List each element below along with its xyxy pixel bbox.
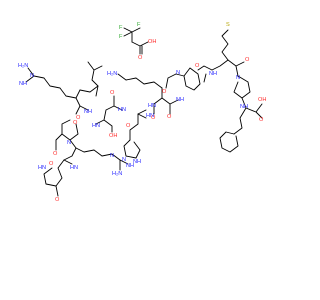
atom-nh: NH xyxy=(176,97,184,103)
atom-s: S xyxy=(226,22,230,28)
arg1-bonds xyxy=(25,67,89,115)
atom-o: O xyxy=(126,123,131,129)
atom-f: F xyxy=(137,22,141,28)
atom-h2n: H₂N xyxy=(18,63,28,69)
atom-hn: HN xyxy=(118,107,126,113)
atom-oh: OH xyxy=(148,39,156,45)
pro-arg2-bonds xyxy=(55,119,129,171)
atom-f: F xyxy=(119,34,123,40)
atom-n: N xyxy=(30,73,34,79)
atom-o: O xyxy=(259,117,264,123)
atom-hn: HN xyxy=(148,103,156,109)
ser-leu-bonds xyxy=(79,61,123,133)
his-bonds xyxy=(123,109,147,159)
atom-o: O xyxy=(110,90,115,96)
atom-oh: OH xyxy=(258,97,266,103)
structure-svg: F F F O OH S NH O O N N O OH O NH H₂N NH… xyxy=(18,22,266,203)
atom-nh: NH xyxy=(84,109,92,115)
atom-o: O xyxy=(195,63,200,69)
atom-n: N xyxy=(176,70,180,76)
molecule-diagram: F F F O OH S NH O O N N O OH O NH H₂N NH… xyxy=(18,22,266,203)
atom-n: N xyxy=(236,75,240,81)
atom-oh: OH xyxy=(109,133,117,139)
atom-o: O xyxy=(49,161,54,167)
atom-hn: HN xyxy=(38,165,46,171)
atom-labels: F F F O OH S NH O O N N O OH O NH H₂N NH… xyxy=(18,22,266,203)
atom-hn: HN xyxy=(92,123,100,129)
atom-nh: NH xyxy=(19,81,27,87)
atom-nh: NH xyxy=(209,71,217,77)
atom-o: O xyxy=(55,197,60,203)
atom-f: F xyxy=(119,25,123,31)
atom-nh2: H₂N xyxy=(107,71,117,77)
met-pro-bonds xyxy=(165,29,251,99)
atom-o: O xyxy=(76,115,81,121)
lys-gly-bonds xyxy=(117,73,179,115)
atom-n: N xyxy=(67,140,71,146)
pyroglu-bonds xyxy=(43,159,73,197)
atom-o: O xyxy=(53,151,58,157)
atom-o: O xyxy=(73,120,78,126)
atom-h2n: H₂N xyxy=(112,171,122,177)
atom-nh: NH xyxy=(133,159,141,165)
atom-nh: NH xyxy=(126,163,134,169)
atom-o: O xyxy=(138,55,143,61)
atom-o: O xyxy=(151,115,156,121)
atom-nh: NH xyxy=(240,104,248,110)
atom-n: N xyxy=(110,153,114,159)
atom-o: O xyxy=(162,89,167,95)
atom-o: O xyxy=(245,57,250,63)
atom-o: O xyxy=(167,114,172,120)
tfa-bonds xyxy=(123,27,149,55)
atom-n: N xyxy=(122,157,126,163)
phe-bonds xyxy=(219,97,263,153)
atom-hn: HN xyxy=(146,113,154,119)
atom-hn: HN xyxy=(70,165,78,171)
